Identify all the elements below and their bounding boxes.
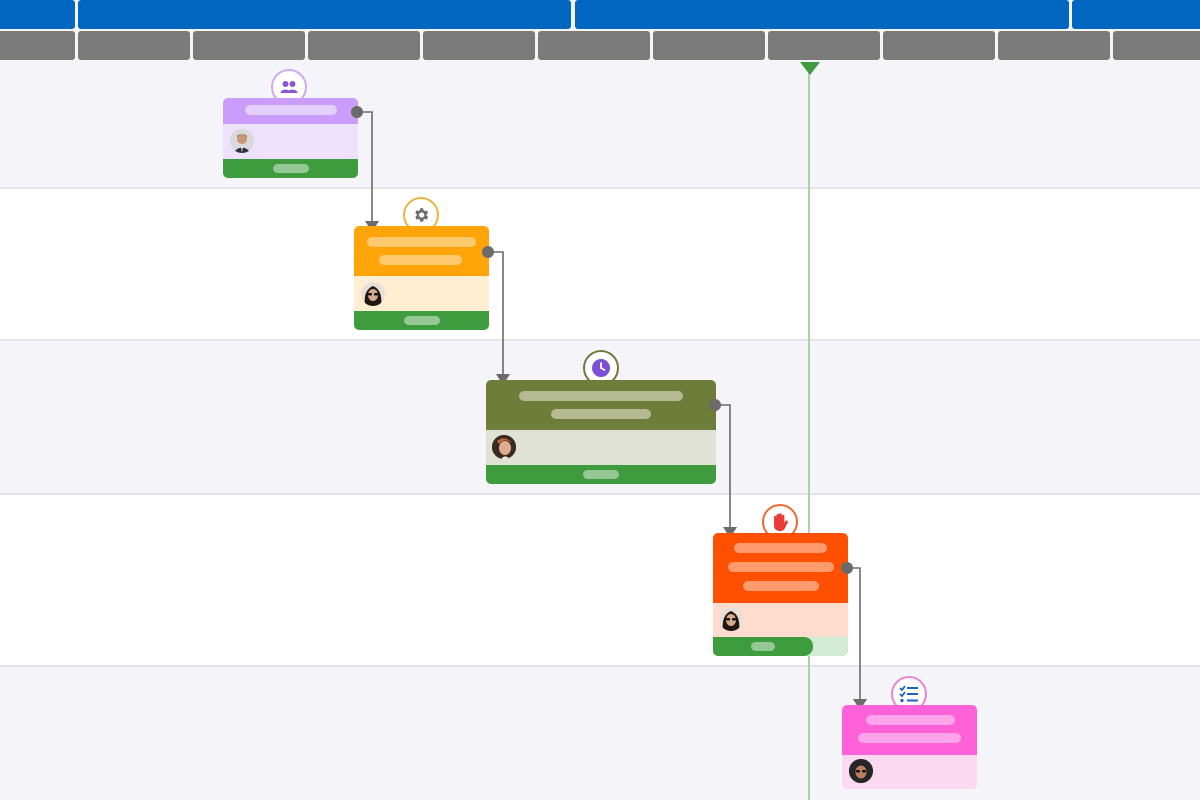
task-card[interactable]	[354, 226, 489, 330]
assignee-avatar[interactable]	[719, 607, 743, 631]
link-handle[interactable]	[841, 562, 853, 574]
progress-handle[interactable]	[583, 470, 619, 479]
task-title-placeholder	[858, 733, 961, 743]
task-title-placeholder	[379, 255, 462, 265]
task-title-placeholder	[866, 715, 955, 725]
clock-icon	[591, 358, 611, 378]
gear-icon	[412, 206, 430, 224]
task-title-area	[354, 226, 489, 276]
link-handle[interactable]	[482, 246, 494, 258]
task-title-area	[486, 380, 716, 430]
assignee-avatar[interactable]	[492, 435, 516, 459]
progress-bar[interactable]	[223, 159, 358, 178]
assignee-avatar[interactable]	[361, 282, 385, 306]
progress-handle[interactable]	[273, 164, 309, 173]
assignee-avatar[interactable]	[230, 129, 254, 153]
task-card[interactable]	[713, 533, 848, 656]
progress-bar[interactable]	[486, 465, 716, 484]
task-title-area	[713, 533, 848, 603]
dependency-link	[489, 252, 503, 375]
task-title-area	[842, 705, 977, 755]
task-card[interactable]	[486, 380, 716, 484]
progress-bar[interactable]	[354, 311, 489, 330]
assignee-avatar[interactable]	[849, 759, 873, 783]
progress-handle[interactable]	[751, 642, 775, 651]
checklist-icon	[899, 685, 919, 703]
task-title-placeholder	[245, 105, 337, 115]
task-title-placeholder	[734, 543, 827, 553]
task-card[interactable]	[842, 705, 977, 789]
task-card[interactable]	[223, 98, 358, 178]
dependency-link	[358, 112, 372, 222]
task-title-area	[223, 98, 358, 124]
link-handle[interactable]	[709, 399, 721, 411]
task-title-placeholder	[551, 409, 651, 419]
link-handle[interactable]	[351, 106, 363, 118]
task-title-placeholder	[743, 581, 819, 591]
task-title-placeholder	[728, 562, 834, 572]
progress-handle[interactable]	[404, 316, 440, 325]
task-title-placeholder	[367, 237, 476, 247]
dependency-link	[716, 405, 730, 528]
hand-stop-icon	[771, 512, 789, 532]
progress-bar[interactable]	[713, 637, 813, 656]
team-icon	[280, 80, 298, 94]
dependency-link	[848, 568, 860, 700]
task-title-placeholder	[519, 391, 683, 401]
